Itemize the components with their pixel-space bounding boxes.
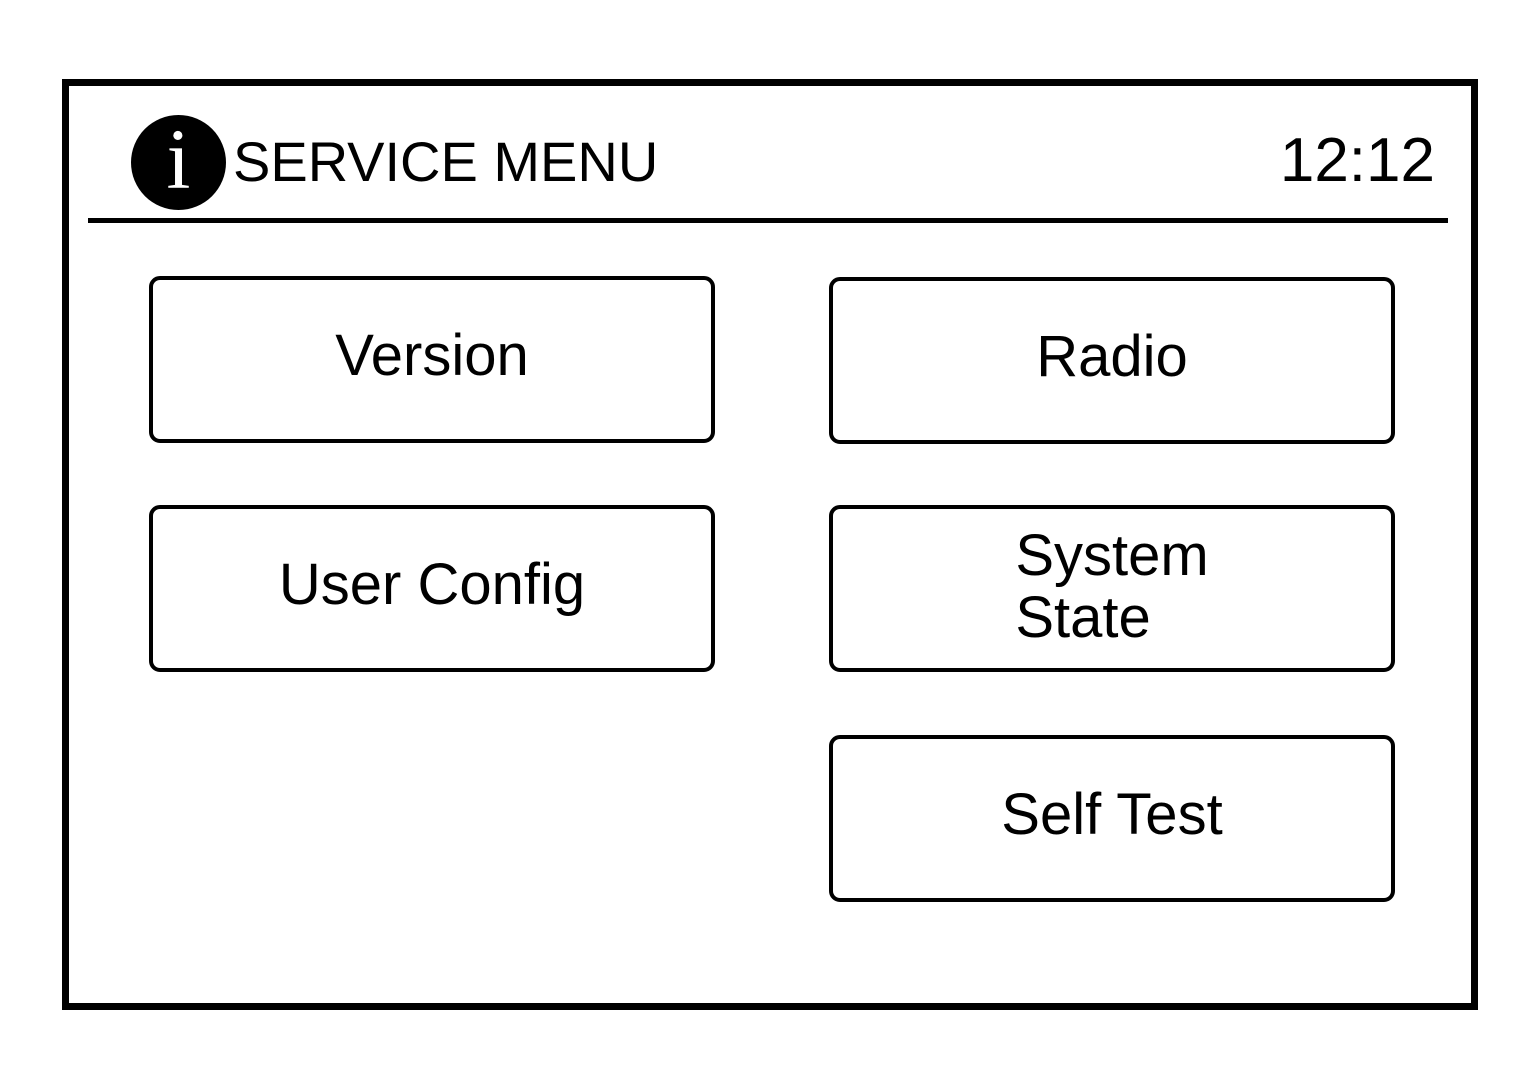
menu-button-radio[interactable]: Radio (829, 277, 1395, 444)
menu-button-self-test[interactable]: Self Test (829, 735, 1395, 902)
header: i SERVICE MENU 12:12 (69, 86, 1471, 231)
menu-button-radio-label: Radio (1036, 323, 1188, 389)
menu-button-system-state-label: System State (1015, 522, 1209, 650)
menu-button-user-config-label: User Config (278, 551, 586, 617)
clock-display: 12:12 (1279, 126, 1435, 195)
header-divider (88, 218, 1448, 223)
info-icon: i (131, 115, 226, 210)
menu-button-system-state[interactable]: System State (829, 505, 1395, 672)
info-icon-glyph: i (166, 110, 191, 207)
page-title: SERVICE MENU (233, 130, 659, 193)
menu-button-version-label: Version (335, 322, 529, 388)
device-frame: i SERVICE MENU 12:12 Version User Config… (62, 79, 1478, 1010)
menu-button-version[interactable]: Version (149, 276, 715, 443)
menu-button-user-config[interactable]: User Config (149, 505, 715, 672)
menu-button-self-test-label: Self Test (1001, 781, 1223, 847)
